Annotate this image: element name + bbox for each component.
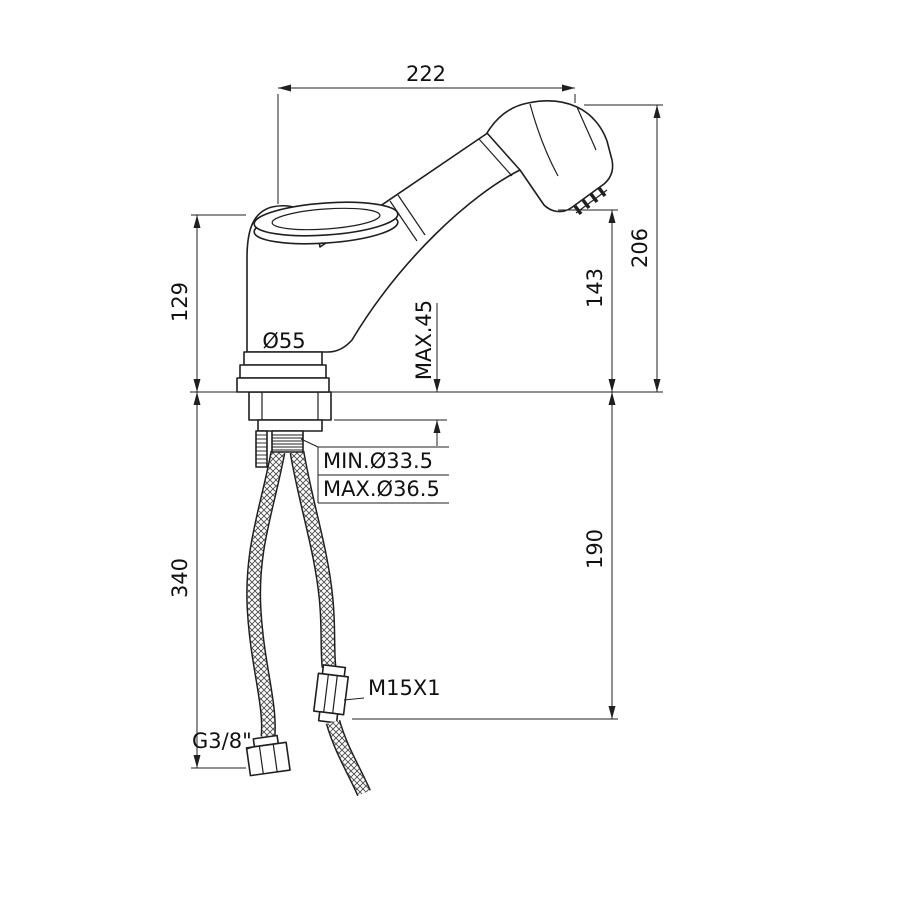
spray-hose-thread-label: M15X1 <box>368 676 441 700</box>
callout-spray-hose-thread: M15X1 <box>343 676 441 701</box>
dimension-body-height: 129 <box>168 214 246 392</box>
min-hole-label: MIN.Ø33.5 <box>323 449 433 473</box>
shank-threads <box>272 434 303 451</box>
max-hole-label: MAX.Ø36.5 <box>323 477 440 501</box>
faucet <box>236 100 614 393</box>
dimension-supply-hose-length: 340 <box>168 392 246 769</box>
outlet-height-label: 143 <box>583 268 607 308</box>
mounting-deck <box>248 391 332 421</box>
spray-hose-drop-label: 190 <box>583 529 607 569</box>
spray-head-detail-line <box>529 103 559 177</box>
spout-reach-label: 222 <box>406 62 446 86</box>
dimension-outlet-height: 143 <box>558 209 618 392</box>
dimension-max-deck-thickness: MAX.45 <box>334 300 447 446</box>
max-deck-thickness-label: MAX.45 <box>412 300 436 380</box>
mounting-stud <box>255 430 268 468</box>
pullout-spray-head <box>486 100 614 213</box>
spray-head-detail-line-2 <box>576 106 597 151</box>
spray-head-joint-ring <box>478 138 513 177</box>
dimension-spout-reach: 222 <box>277 62 576 204</box>
supply-hose <box>245 450 291 777</box>
callout-supply-thread: G3/8" <box>192 729 258 753</box>
stud-threads <box>256 434 267 464</box>
clamp-washer <box>257 419 323 432</box>
faucet-base <box>236 351 330 393</box>
spray-hose <box>289 450 371 797</box>
base-diameter-label: Ø55 <box>262 329 305 353</box>
label-base-diameter: Ø55 <box>262 329 305 353</box>
threaded-shank <box>271 430 304 453</box>
supply-hose-length-label: 340 <box>168 558 192 598</box>
spout-joint-lines <box>389 194 426 242</box>
body-height-label: 129 <box>168 282 192 322</box>
dimension-overall-height: 206 <box>584 104 663 392</box>
faucet-body-and-spout <box>246 129 521 353</box>
lever-handle <box>253 201 399 245</box>
supply-thread-label: G3/8" <box>192 729 252 753</box>
callout-mounting-hole: MIN.Ø33.5 MAX.Ø36.5 <box>300 438 449 504</box>
supply-nut <box>245 734 291 777</box>
under-counter-assembly <box>248 391 332 468</box>
dimension-spray-hose-drop: 190 <box>352 392 618 720</box>
spray-hose-fitting <box>312 664 350 724</box>
overall-height-label: 206 <box>628 228 652 268</box>
